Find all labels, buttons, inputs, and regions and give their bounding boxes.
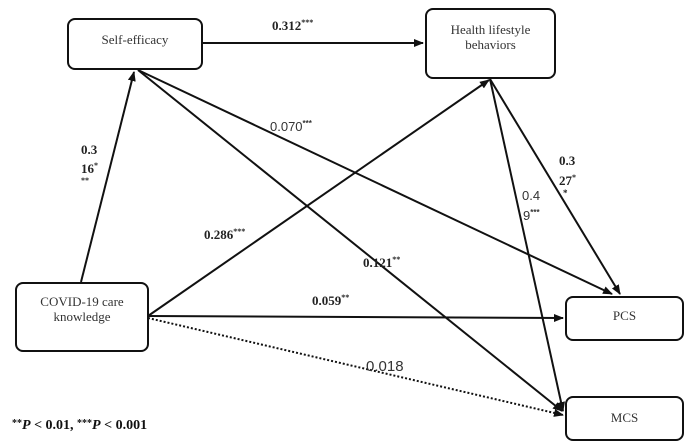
coef-covid-to-health: 0.286*** xyxy=(204,227,245,243)
coef-health-to-mcs: 0.4 xyxy=(522,174,540,218)
legend-stars-2: *** xyxy=(77,418,93,429)
coef-covid-to-pcs: 0.059** xyxy=(312,293,349,309)
node-health-lifestyle: Health lifestyle behaviors xyxy=(425,8,556,79)
coef-self-efficacy-to-mcs: 0.121** xyxy=(363,255,400,271)
coef-health-pcs-sup: * xyxy=(572,173,576,182)
coef-self-health-value: 0.312 xyxy=(272,18,302,33)
node-covid-knowledge-line2: knowledge xyxy=(53,309,111,324)
coef-covid-health-sig: *** xyxy=(233,227,246,236)
coef-health-mcs-part1: 0.4 xyxy=(522,188,541,203)
node-mcs-label: MCS xyxy=(610,410,639,425)
coef-covid-to-self-efficacy: 0.3 16* ** xyxy=(81,142,98,185)
coef-health-pcs-line1: 0.3 xyxy=(559,153,576,168)
path-self-efficacy-to-mcs xyxy=(137,69,563,412)
coef-covid-pcs-value: 0.059 xyxy=(312,293,342,308)
legend-stars-1: ** xyxy=(12,418,22,429)
node-mcs: MCS xyxy=(565,396,684,441)
coef-self-pcs-sig: *** xyxy=(302,119,312,128)
path-health-to-pcs xyxy=(489,78,621,295)
path-self-efficacy-to-pcs xyxy=(137,69,613,295)
node-self-efficacy-label: Self-efficacy xyxy=(101,32,169,47)
coef-self-efficacy-to-pcs: 0.070*** xyxy=(270,119,312,134)
coef-self-health-sig: *** xyxy=(301,18,314,27)
coef-health-to-mcs-cont: 9*** xyxy=(523,208,540,223)
coef-covid-to-mcs: 0.018 xyxy=(366,358,404,375)
coef-health-pcs-digits: 27 xyxy=(559,173,572,188)
coef-self-pcs-value: 0.070 xyxy=(270,119,303,134)
coef-covid-health-value: 0.286 xyxy=(204,227,234,242)
node-health-lifestyle-line1: Health lifestyle xyxy=(450,22,531,37)
coef-covid-self-line2: 16* xyxy=(81,158,98,177)
path-covid-to-mcs xyxy=(147,317,564,417)
coef-covid-mcs-value: 0.018 xyxy=(366,358,404,375)
coef-health-mcs-part2: 9 xyxy=(523,208,531,223)
significance-legend: **P < 0.01, ***P < 0.001 xyxy=(12,418,147,434)
coef-covid-self-line3: ** xyxy=(81,176,89,185)
legend-threshold-2: < 0.001 xyxy=(100,418,148,433)
coef-health-pcs-line2: 27* xyxy=(559,169,576,189)
node-health-lifestyle-line2: behaviors xyxy=(465,37,516,52)
node-self-efficacy: Self-efficacy xyxy=(67,18,203,70)
node-pcs-label: PCS xyxy=(612,308,637,323)
path-covid-to-self-efficacy xyxy=(80,71,136,283)
node-covid-knowledge-line1: COVID-19 care xyxy=(40,294,124,309)
node-covid-knowledge: COVID-19 care knowledge xyxy=(15,282,149,352)
node-pcs: PCS xyxy=(565,296,684,341)
legend-p-1: P xyxy=(22,418,31,433)
coef-health-pcs-line3: * xyxy=(563,188,568,198)
coef-health-mcs-sig: *** xyxy=(530,208,540,217)
legend-threshold-1: < 0.01, xyxy=(30,418,78,433)
coef-health-to-pcs: 0.3 27* * xyxy=(559,152,576,198)
path-health-to-mcs xyxy=(489,78,565,412)
coef-covid-self-digits: 16 xyxy=(81,161,94,176)
coef-self-efficacy-to-health: 0.312*** xyxy=(272,18,313,34)
coef-covid-pcs-sig: ** xyxy=(341,293,350,302)
path-covid-to-health xyxy=(147,79,490,317)
path-covid-to-pcs xyxy=(147,313,564,322)
legend-p-2: P xyxy=(92,418,101,433)
coef-self-mcs-sig: ** xyxy=(392,255,401,264)
coef-covid-self-sup: * xyxy=(94,161,98,170)
coef-covid-self-line1: 0.3 xyxy=(81,142,98,157)
coef-self-mcs-value: 0.121 xyxy=(363,255,393,270)
